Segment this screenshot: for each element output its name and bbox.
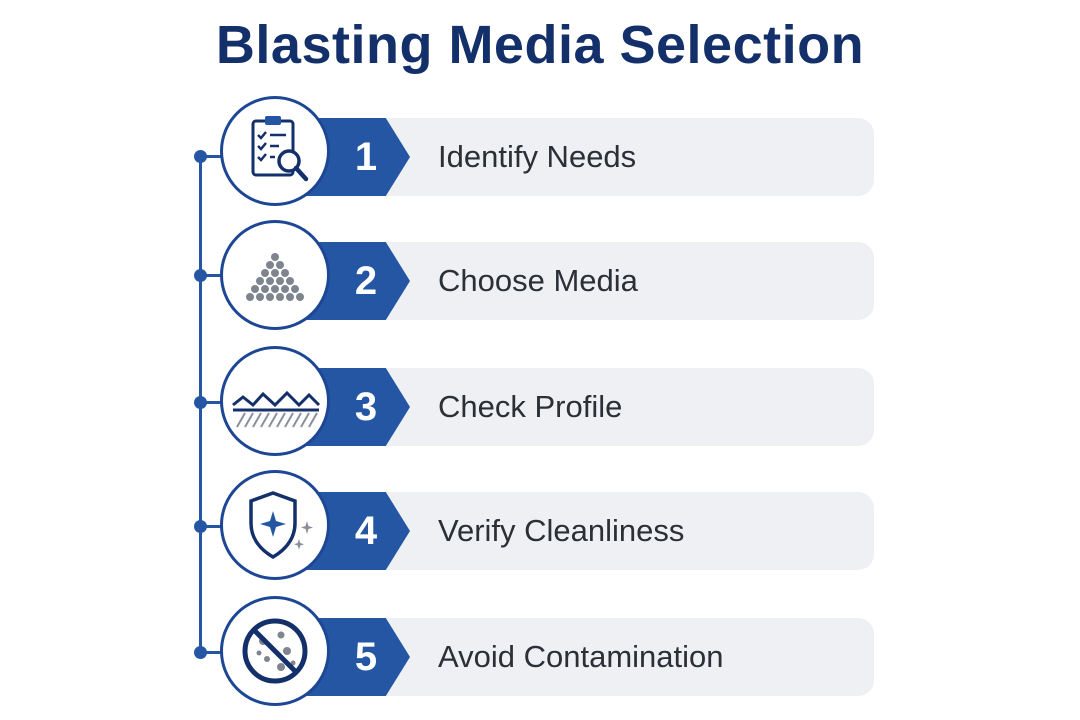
timeline-connector: [200, 401, 224, 404]
no-particles-icon: [242, 618, 308, 684]
step-icon-circle: [220, 596, 330, 706]
step-label: Identify Needs: [438, 139, 637, 174]
timeline-connector: [200, 155, 224, 158]
step-icon-circle: [220, 470, 330, 580]
timeline-connector: [200, 525, 224, 528]
step-label: Choose Media: [438, 263, 638, 298]
step-5: 5 Avoid Contamination: [0, 596, 1080, 712]
step-number: 5: [354, 635, 378, 679]
media-pile-icon: [246, 253, 304, 301]
step-icon-circle: [220, 346, 330, 456]
clipboard-search-icon: [251, 116, 309, 182]
step-3: 3 Check Profile: [0, 346, 1080, 462]
timeline-connector: [200, 274, 224, 277]
step-icon-circle: [220, 220, 330, 330]
timeline-connector: [200, 651, 224, 654]
step-icon-circle: [220, 96, 330, 206]
page-title: Blasting Media Selection: [215, 15, 865, 75]
step-label: Check Profile: [438, 389, 623, 424]
step-number: 2: [354, 259, 378, 303]
shield-sparkle-icon: [249, 491, 313, 560]
surface-profile-icon: [232, 390, 321, 428]
step-label: Verify Cleanliness: [438, 513, 685, 548]
step-number: 4: [354, 509, 378, 553]
step-1: 1 Identify Needs: [0, 96, 1080, 212]
step-number: 3: [354, 385, 378, 429]
step-label: Avoid Contamination: [438, 639, 724, 674]
step-4: 4 Verify Cleanliness: [0, 470, 1080, 586]
step-2: 2 Choose Media: [0, 220, 1080, 336]
step-number: 1: [354, 135, 378, 179]
